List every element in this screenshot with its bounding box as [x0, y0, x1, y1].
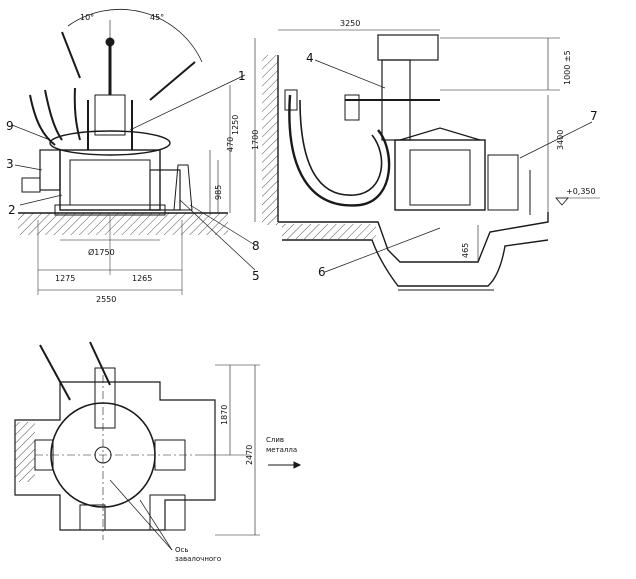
- dimension-labels: 10° 45° 470 1250 985 Ø1750 1275 1265 255…: [55, 13, 596, 465]
- dim-width-2470: 2470: [245, 445, 254, 465]
- flow-note-line1: Слив: [266, 436, 284, 444]
- leader-numbers: 1 2 3 4 5 6 7 8 9: [6, 51, 598, 283]
- leader-label-7: 7: [590, 109, 598, 123]
- dim-height-985: 985: [214, 185, 223, 200]
- dim-angle-right: 45°: [150, 13, 164, 22]
- axis-note-line1: Ось: [175, 546, 188, 554]
- plan-view: [14, 341, 302, 551]
- dim-height-1000: 1000 ±5: [563, 50, 572, 85]
- notes: Слив металла Ось завалочного: [175, 436, 297, 563]
- dim-width-1870: 1870: [220, 405, 229, 425]
- dim-depth-465: 465: [461, 243, 470, 258]
- dim-width-1265: 1265: [132, 274, 152, 283]
- dim-height-470: 470: [226, 137, 235, 152]
- dim-width-1275: 1275: [55, 274, 75, 283]
- dim-level-plus: +0,350: [566, 187, 596, 196]
- dim-width-2550: 2550: [96, 295, 116, 304]
- dim-angle-left: 10°: [80, 13, 94, 22]
- leader-label-1: 1: [238, 69, 246, 83]
- leader-label-4: 4: [306, 51, 314, 65]
- dim-dia-1750: Ø1750: [88, 247, 115, 257]
- leader-label-5: 5: [252, 269, 260, 283]
- flow-note-line2: металла: [266, 446, 297, 454]
- leader-label-9: 9: [6, 119, 14, 133]
- leader-label-8: 8: [252, 239, 260, 253]
- leader-label-2: 2: [8, 203, 16, 217]
- leader-label-3: 3: [6, 157, 14, 171]
- dim-height-3400: 3400: [556, 130, 565, 150]
- dim-width-3250: 3250: [340, 19, 360, 28]
- dim-height-1700: 1700: [251, 130, 260, 150]
- dim-height-1250: 1250: [231, 115, 240, 135]
- front-view: [11, 9, 256, 295]
- leader-label-6: 6: [318, 265, 326, 279]
- axis-note-line2: завалочного: [175, 555, 221, 563]
- side-view: [254, 29, 600, 291]
